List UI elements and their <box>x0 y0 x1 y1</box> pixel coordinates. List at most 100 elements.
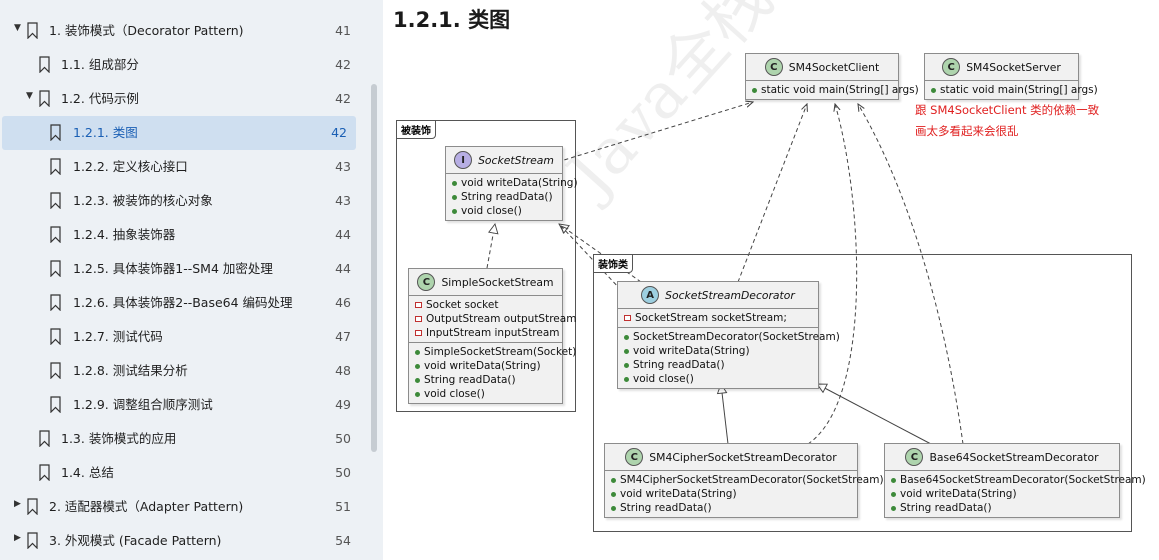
class-field: OutputStream outputStream <box>415 312 576 326</box>
public-visibility-icon <box>415 377 420 383</box>
member-text: SimpleSocketStream(Socket) <box>424 346 577 358</box>
toc-item[interactable]: 1.2.9. 调整组合顺序测试 49 <box>0 388 360 422</box>
class-methods: static void main(String[] args) <box>925 81 1098 99</box>
class-method: void close() <box>452 204 556 218</box>
class-method: String readData() <box>415 373 556 387</box>
toc-item-label: 1. 装饰模式（Decorator Pattern) <box>49 23 244 38</box>
dep-decorator-client <box>737 104 807 283</box>
toc-item-label: 1.1. 组成部分 <box>61 57 139 72</box>
class-method: void close() <box>415 387 556 401</box>
toc-item[interactable]: 1.3. 装饰模式的应用 50 <box>0 422 360 456</box>
toc-item[interactable]: ▼1. 装饰模式（Decorator Pattern)41 <box>0 14 360 48</box>
public-visibility-icon <box>415 349 420 355</box>
bookmark-icon <box>39 56 50 73</box>
note-line: 跟 SM4SocketClient 类的依赖一致 <box>915 103 1100 117</box>
toc-item[interactable]: ▶2. 适配器模式（Adapter Pattern)51 <box>0 490 360 524</box>
realize-simple-stream <box>486 224 495 269</box>
bookmark-icon <box>50 192 61 209</box>
expand-toggle-icon[interactable]: ▼ <box>26 91 33 101</box>
toc-item-label: 1.2.2. 定义核心接口 <box>73 159 188 174</box>
toc-item-label: 1.4. 总结 <box>61 465 114 480</box>
bookmark-icon <box>27 498 38 515</box>
toc-item-page: 47 <box>335 329 351 344</box>
public-visibility-icon <box>624 376 629 382</box>
package-decorators: 装饰类 <box>593 254 1132 532</box>
interface-icon: I <box>454 151 473 169</box>
member-text: String readData() <box>461 191 553 203</box>
toc-item-page: 51 <box>335 499 351 514</box>
public-visibility-icon <box>891 477 896 483</box>
public-visibility-icon <box>624 334 629 340</box>
class-fields: SocketStream socketStream; <box>618 309 818 328</box>
member-text: void writeData(String) <box>424 360 541 372</box>
toc-item-page: 50 <box>335 431 351 446</box>
expand-toggle-icon[interactable]: ▼ <box>14 23 21 33</box>
class-method: SocketStreamDecorator(SocketStream) <box>624 330 840 344</box>
toc-item-page: 42 <box>331 125 347 140</box>
member-text: static void main(String[] args) <box>940 84 1098 96</box>
class-method: void writeData(String) <box>891 487 1113 501</box>
diagram-note: 跟 SM4SocketClient 类的依赖一致 画太多看起来会很乱 <box>915 100 1099 142</box>
class-methods: Base64SocketStreamDecorator(SocketStream… <box>885 471 1146 517</box>
toc-item-page: 48 <box>335 363 351 378</box>
member-text: void close() <box>461 205 522 217</box>
class-icon: C <box>417 273 436 291</box>
page-title: 1.2.1. 类图 <box>393 8 511 32</box>
class-icon: C <box>942 58 961 76</box>
member-text: String readData() <box>633 359 725 371</box>
diagram-relations <box>486 0 964 445</box>
class-name: SimpleSocketStream <box>441 275 554 289</box>
bookmark-icon <box>50 158 61 175</box>
toc-item-label: 1.2.3. 被装饰的核心对象 <box>73 193 213 208</box>
class-method: static void main(String[] args) <box>752 83 919 97</box>
collapse-toggle-icon[interactable]: ▶ <box>14 533 21 543</box>
class-method: String readData() <box>624 358 812 372</box>
public-visibility-icon <box>415 391 420 397</box>
class-method: void writeData(String) <box>452 176 578 190</box>
public-visibility-icon <box>891 491 896 497</box>
toc-item-label: 1.3. 装饰模式的应用 <box>61 431 177 446</box>
bookmark-icon <box>27 532 38 549</box>
member-text: SocketStreamDecorator(SocketStream) <box>633 331 840 343</box>
extend-sm4-decorator <box>721 384 729 445</box>
member-text: String readData() <box>900 502 992 514</box>
extend-base64-decorator <box>817 384 932 445</box>
toc-item-page: 49 <box>335 397 351 412</box>
class-methods: SocketStreamDecorator(SocketStream)void … <box>618 328 840 388</box>
bookmark-icon <box>39 430 50 447</box>
collapse-toggle-icon[interactable]: ▶ <box>14 499 21 509</box>
member-text: static void main(String[] args) <box>761 84 919 96</box>
dep-base64-client <box>858 104 964 445</box>
toc-item[interactable]: ▶3. 外观模式 (Facade Pattern)54 <box>0 524 360 558</box>
bookmark-icon <box>50 124 61 141</box>
sidebar-scrollbar[interactable] <box>371 84 377 452</box>
abstract-class-icon: A <box>641 286 660 304</box>
class-methods: static void main(String[] args) <box>746 81 919 99</box>
toc-item-label: 3. 外观模式 (Facade Pattern) <box>49 533 222 548</box>
class-method: Base64SocketStreamDecorator(SocketStream… <box>891 473 1146 487</box>
toc-item-label: 1.2.9. 调整组合顺序测试 <box>73 397 213 412</box>
